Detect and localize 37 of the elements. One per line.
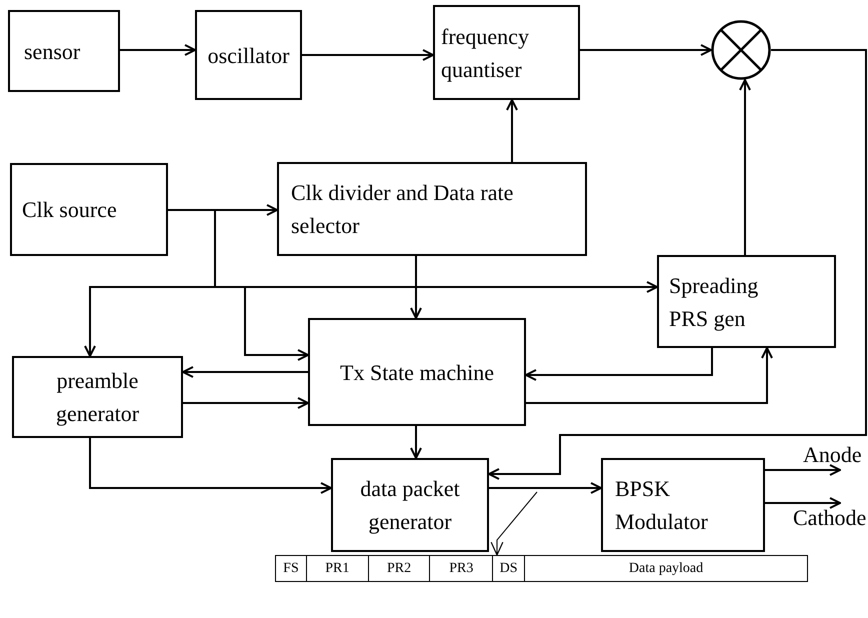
arrow [739, 79, 751, 255]
arrow [488, 49, 867, 480]
arrow [765, 497, 841, 509]
arrow [410, 256, 422, 319]
packet-field: PR2 [368, 556, 430, 581]
arrow [120, 44, 196, 56]
packet-field: Data payload [525, 556, 807, 581]
arrow [526, 347, 773, 404]
arrow [506, 99, 518, 162]
arrow [489, 482, 602, 494]
process-box: Spreading PRS gen [657, 255, 836, 348]
process-box: frequency quantiser [433, 5, 580, 100]
arrow [183, 397, 309, 409]
leader-arrow [490, 492, 538, 556]
process-box: preamble generator [12, 356, 183, 438]
arrow [410, 426, 422, 459]
process-box: Clk divider and Data rate selector [277, 162, 587, 256]
arrow [182, 366, 308, 378]
process-box: sensor [8, 10, 120, 92]
arrow [765, 464, 841, 476]
packet-format-table [275, 555, 808, 582]
arrow [580, 44, 712, 56]
packet-field: DS [493, 556, 526, 581]
process-box: oscillator [195, 10, 302, 100]
process-box: Tx State machine [308, 318, 526, 426]
packet-field: PR1 [306, 556, 369, 581]
multiplier-symbol [711, 20, 771, 80]
process-box: Clk source [10, 163, 168, 256]
arrow [89, 438, 332, 494]
arrow [525, 348, 713, 381]
edge-label: Anode [803, 444, 862, 466]
packet-field: FS [276, 556, 307, 581]
edge-label: Cathode [793, 507, 866, 529]
process-box: BPSK Modulator [601, 458, 765, 552]
packet-field: PR3 [430, 556, 494, 581]
process-box: data packet generator [331, 458, 489, 552]
arrow [302, 49, 434, 61]
